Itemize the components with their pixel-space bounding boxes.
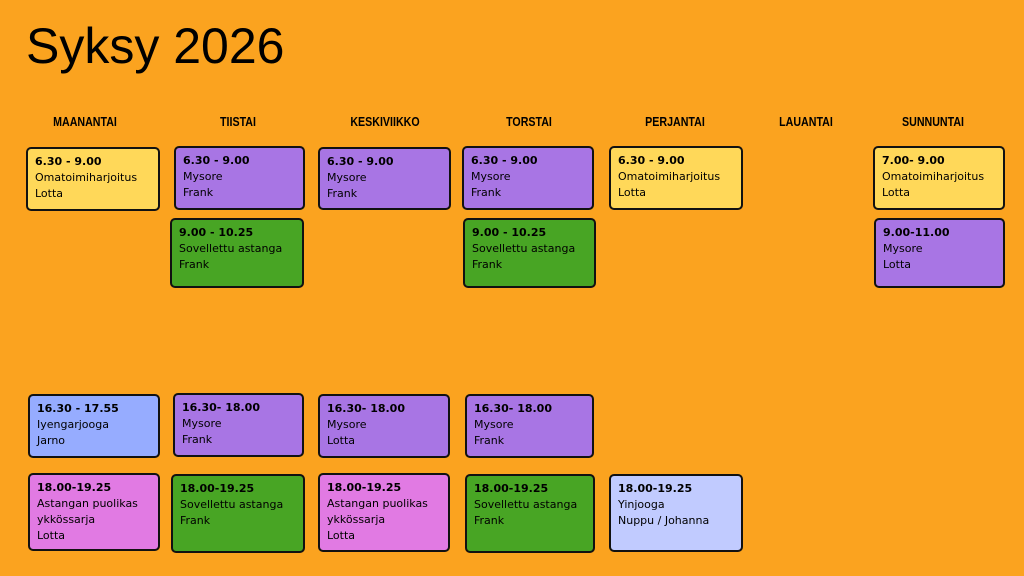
class-time: 6.30 - 9.00 xyxy=(471,154,538,167)
class-name: Astangan puolikas ykkössarja xyxy=(37,497,138,526)
class-card: 18.00-19.25 Astangan puolikas ykkössarja… xyxy=(28,473,160,551)
class-time: 6.30 - 9.00 xyxy=(618,154,685,167)
class-time: 7.00- 9.00 xyxy=(882,154,945,167)
day-header-saturday: LAUANTAI xyxy=(779,114,833,129)
class-card: 9.00-11.00 Mysore Lotta xyxy=(874,218,1005,288)
class-card: 18.00-19.25 Sovellettu astanga Frank xyxy=(171,474,305,553)
class-card: 16.30- 18.00 Mysore Lotta xyxy=(318,394,450,458)
day-header-monday: MAANANTAI xyxy=(53,114,117,129)
class-teacher: Frank xyxy=(474,514,505,527)
class-time: 18.00-19.25 xyxy=(327,481,402,494)
class-teacher: Lotta xyxy=(327,434,356,447)
day-header-wednesday: KESKIVIIKKO xyxy=(350,114,420,129)
class-name: Sovellettu astanga xyxy=(472,242,576,255)
class-card: 18.00-19.25 Astangan puolikas ykkössarja… xyxy=(318,473,450,552)
class-time: 16.30 - 17.55 xyxy=(37,402,119,415)
class-time: 18.00-19.25 xyxy=(618,482,693,495)
class-time: 9.00 - 10.25 xyxy=(179,226,254,239)
class-teacher: Frank xyxy=(471,186,502,199)
class-name: Mysore xyxy=(327,418,367,431)
class-card: 6.30 - 9.00 Omatoimiharjoitus Lotta xyxy=(609,146,743,210)
class-name: Omatoimiharjoitus xyxy=(882,170,985,183)
day-header-friday: PERJANTAI xyxy=(645,114,705,129)
class-name: Sovellettu astanga xyxy=(179,242,283,255)
class-name: Mysore xyxy=(182,417,222,430)
class-time: 18.00-19.25 xyxy=(37,481,112,494)
class-time: 6.30 - 9.00 xyxy=(183,154,250,167)
class-teacher: Jarno xyxy=(37,434,66,447)
class-card: 6.30 - 9.00 Mysore Frank xyxy=(318,147,451,210)
class-name: Astangan puolikas ykkössarja xyxy=(327,497,428,526)
class-name: Sovellettu astanga xyxy=(180,498,284,511)
class-card: 18.00-19.25 Sovellettu astanga Frank xyxy=(465,474,595,553)
class-time: 6.30 - 9.00 xyxy=(327,155,394,168)
day-header-tuesday: TIISTAI xyxy=(220,114,256,129)
class-time: 18.00-19.25 xyxy=(180,482,255,495)
class-card: 16.30- 18.00 Mysore Frank xyxy=(465,394,594,458)
class-name: Mysore xyxy=(327,171,367,184)
class-teacher: Lotta xyxy=(882,186,911,199)
class-teacher: Frank xyxy=(180,514,211,527)
class-time: 18.00-19.25 xyxy=(474,482,549,495)
class-teacher: Lotta xyxy=(618,186,647,199)
class-name: Mysore xyxy=(471,170,511,183)
class-card: 16.30- 18.00 Mysore Frank xyxy=(173,393,304,457)
class-card: 6.30 - 9.00 Mysore Frank xyxy=(174,146,305,210)
class-teacher: Frank xyxy=(327,187,358,200)
day-header-sunday: SUNNUNTAI xyxy=(902,114,964,129)
class-teacher: Frank xyxy=(472,258,503,271)
class-time: 9.00-11.00 xyxy=(883,226,950,239)
class-time: 16.30- 18.00 xyxy=(327,402,405,415)
class-card: 18.00-19.25 Yinjooga Nuppu / Johanna xyxy=(609,474,743,552)
class-teacher: Lotta xyxy=(35,187,64,200)
class-teacher: Lotta xyxy=(883,258,912,271)
class-name: Mysore xyxy=(474,418,514,431)
class-time: 6.30 - 9.00 xyxy=(35,155,102,168)
class-teacher: Frank xyxy=(474,434,505,447)
class-time: 16.30- 18.00 xyxy=(474,402,552,415)
class-teacher: Lotta xyxy=(327,529,356,542)
class-card: 7.00- 9.00 Omatoimiharjoitus Lotta xyxy=(873,146,1005,210)
class-teacher: Lotta xyxy=(37,529,66,542)
class-name: Omatoimiharjoitus xyxy=(618,170,721,183)
class-card: 6.30 - 9.00 Mysore Frank xyxy=(462,146,594,210)
class-time: 16.30- 18.00 xyxy=(182,401,260,414)
class-name: Yinjooga xyxy=(618,498,665,511)
day-header-thursday: TORSTAI xyxy=(506,114,552,129)
class-time: 9.00 - 10.25 xyxy=(472,226,547,239)
class-card: 9.00 - 10.25 Sovellettu astanga Frank xyxy=(170,218,304,288)
class-name: Mysore xyxy=(183,170,223,183)
class-name: Sovellettu astanga xyxy=(474,498,578,511)
schedule-title: Syksy 2026 xyxy=(26,18,285,74)
class-card: 6.30 - 9.00 Omatoimiharjoitus Lotta xyxy=(26,147,160,211)
class-teacher: Frank xyxy=(179,258,210,271)
class-teacher: Nuppu / Johanna xyxy=(618,514,710,527)
class-name: Omatoimiharjoitus xyxy=(35,171,138,184)
class-name: Iyengarjooga xyxy=(37,418,109,431)
class-teacher: Frank xyxy=(182,433,213,446)
class-card: 16.30 - 17.55 Iyengarjooga Jarno xyxy=(28,394,160,458)
class-name: Mysore xyxy=(883,242,923,255)
class-teacher: Frank xyxy=(183,186,214,199)
class-card: 9.00 - 10.25 Sovellettu astanga Frank xyxy=(463,218,596,288)
